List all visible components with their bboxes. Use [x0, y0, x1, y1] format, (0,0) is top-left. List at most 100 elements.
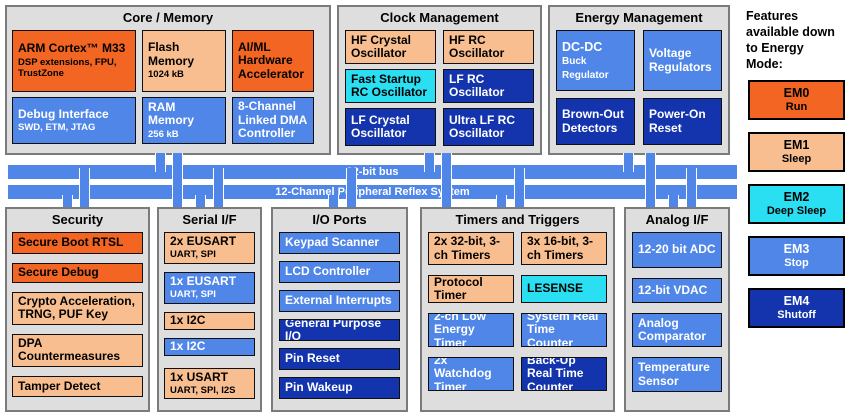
block-title: 1x EUSART — [170, 273, 237, 288]
security-column: Secure Boot RTSL Secure Debug Crypto Acc… — [7, 232, 148, 397]
panel-io-ports: I/O Ports Keypad Scanner LCD Controller … — [271, 207, 408, 412]
bus-connector — [496, 195, 507, 207]
block-title: System Real Time Counter — [527, 313, 599, 347]
bus-connector — [62, 195, 73, 207]
serial-column: 2x EUSART UART, SPI 1x EUSART UART, SPI … — [159, 232, 260, 400]
block-crypto-acceleration: Crypto Acceleration, TRNG, PUF Key — [12, 292, 143, 325]
legend-em1: EM1 Sleep — [748, 132, 845, 172]
block-lf-rc-oscillator: LF RC Oscillator — [443, 69, 534, 103]
bus-connector — [514, 168, 525, 207]
block-system-rtc: System Real Time Counter — [521, 313, 607, 347]
block-adc: 12-20 bit ADC — [632, 232, 722, 268]
block-title: Power-On Reset — [649, 107, 706, 135]
block-subtitle: 1024 kB — [148, 69, 184, 81]
block-tamper-detect: Tamper Detect — [12, 375, 143, 397]
energy-mode-label: Run — [785, 100, 808, 113]
block-dcdc-buck-regulator: DC-DC Buck Regulator — [556, 30, 635, 91]
energy-mode-label: Deep Sleep — [766, 204, 827, 217]
block-title: 1x USART — [170, 369, 229, 384]
bus-32bit-label: 32-bit bus — [346, 166, 399, 178]
block-subtitle: UART, SPI — [170, 249, 216, 261]
block-2x-eusart: 2x EUSART UART, SPI — [164, 232, 255, 264]
block-lcd-controller: LCD Controller — [279, 261, 400, 283]
block-title: Keypad Scanner — [285, 235, 380, 250]
block-title: 3x 16-bit, 3-ch Timers — [527, 234, 594, 262]
bus-connector — [172, 153, 183, 207]
block-title: Fast Startup RC Oscillator — [351, 71, 428, 99]
block-hf-crystal-oscillator: HF Crystal Oscillator — [345, 30, 436, 64]
block-title: Secure Debug — [18, 265, 99, 280]
block-title: Secure Boot RTSL — [18, 235, 124, 250]
block-keypad-scanner: Keypad Scanner — [279, 232, 400, 254]
block-title: HF Crystal Oscillator — [351, 32, 412, 60]
block-2x-32bit-timers: 2x 32-bit, 3-ch Timers — [428, 232, 514, 265]
block-title: 2x Watchdog Timer — [434, 357, 492, 391]
legend-em3: EM3 Stop — [748, 236, 845, 276]
energy-mode-label: Stop — [784, 256, 809, 269]
energy-mode-name: EM2 — [783, 189, 810, 204]
block-title: Tamper Detect — [18, 378, 101, 393]
bus-connector — [424, 153, 435, 172]
block-1x-i2c-a: 1x I2C — [164, 311, 255, 330]
block-title: LF Crystal Oscillator — [351, 112, 410, 140]
block-voltage-regulators: Voltage Regulators — [643, 30, 722, 91]
panel-core-memory: Core / Memory ARM Cortex™ M33 DSP extens… — [5, 5, 331, 155]
panel-timers-triggers: Timers and Triggers 2x 32-bit, 3-ch Time… — [420, 207, 615, 412]
block-title: Analog Comparator — [638, 315, 707, 343]
block-1x-usart: 1x USART UART, SPI, I2S — [164, 367, 255, 400]
bus-connector — [213, 168, 224, 207]
block-3x-16bit-timers: 3x 16-bit, 3-ch Timers — [521, 232, 607, 265]
block-title: AI/ML Hardware Accelerator — [238, 39, 305, 81]
bus-connector — [195, 195, 206, 207]
block-external-interrupts: External Interrupts — [279, 290, 400, 312]
core-memory-grid: ARM Cortex™ M33 DSP extensions, FPU, Tru… — [7, 30, 329, 144]
bus-connector — [155, 153, 166, 172]
block-debug-interface: Debug Interface SWD, ETM, JTAG — [12, 97, 136, 144]
bus-connector — [645, 153, 656, 207]
block-subtitle: UART, SPI, I2S — [170, 385, 236, 397]
block-arm-cortex-m33: ARM Cortex™ M33 DSP extensions, FPU, Tru… — [12, 30, 136, 92]
bus-connector — [668, 195, 679, 207]
bus-connector — [346, 168, 357, 207]
block-power-on-reset: Power-On Reset — [643, 98, 722, 145]
block-subtitle: UART, SPI — [170, 289, 216, 301]
block-brown-out-detectors: Brown-Out Detectors — [556, 98, 635, 145]
block-aiml-accelerator: AI/ML Hardware Accelerator — [232, 30, 314, 92]
panel-security: Security Secure Boot RTSL Secure Debug C… — [5, 207, 150, 412]
block-title: LESENSE — [527, 281, 584, 296]
block-2x-watchdog-timer: 2x Watchdog Timer — [428, 357, 514, 391]
block-analog-comparator: Analog Comparator — [632, 313, 722, 347]
block-title: 12-20 bit ADC — [638, 242, 716, 257]
block-title: Flash Memory — [148, 40, 195, 68]
energy-mode-name: EM1 — [783, 137, 810, 152]
block-pin-wakeup: Pin Wakeup — [279, 377, 400, 399]
block-title: Voltage Regulators — [649, 46, 712, 74]
panel-clock-management: Clock Management HF Crystal Oscillator H… — [337, 5, 542, 155]
bus-connector — [328, 195, 339, 207]
block-title: General Purpose I/O — [285, 319, 382, 341]
bus-connector — [686, 168, 697, 207]
block-low-energy-timer: 2-ch Low Energy Timer — [428, 313, 514, 347]
energy-mode-name: EM0 — [783, 85, 810, 100]
block-1x-eusart: 1x EUSART UART, SPI — [164, 271, 255, 304]
block-flash-memory: Flash Memory 1024 kB — [142, 30, 226, 92]
bus-peripheral-reflex: 12-Channel Peripheral Reflex System — [8, 185, 737, 199]
bus-connector — [623, 153, 634, 172]
block-secure-debug: Secure Debug — [12, 263, 143, 283]
panel-serial-if: Serial I/F 2x EUSART UART, SPI 1x EUSART… — [157, 207, 262, 412]
block-title: Ultra LF RC Oscillator — [449, 112, 515, 140]
block-dpa-countermeasures: DPA Countermeasures — [12, 333, 143, 367]
block-title: 1x I2C — [170, 338, 206, 353]
block-ram-memory: RAM Memory 256 kB — [142, 97, 226, 144]
legend-em4: EM4 Shutoff — [748, 288, 845, 328]
block-title: DC-DC Buck Regulator — [562, 39, 609, 81]
block-title: Brown-Out Detectors — [562, 107, 624, 135]
panel-title: Clock Management — [380, 10, 499, 25]
block-title: Temperature Sensor — [638, 360, 710, 388]
block-title: RAM Memory — [148, 99, 195, 128]
block-lf-crystal-oscillator: LF Crystal Oscillator — [345, 108, 436, 146]
block-title: ARM Cortex™ M33 — [18, 41, 126, 56]
block-title: 2-ch Low Energy Timer — [434, 313, 487, 347]
panel-title: Security — [51, 212, 104, 227]
